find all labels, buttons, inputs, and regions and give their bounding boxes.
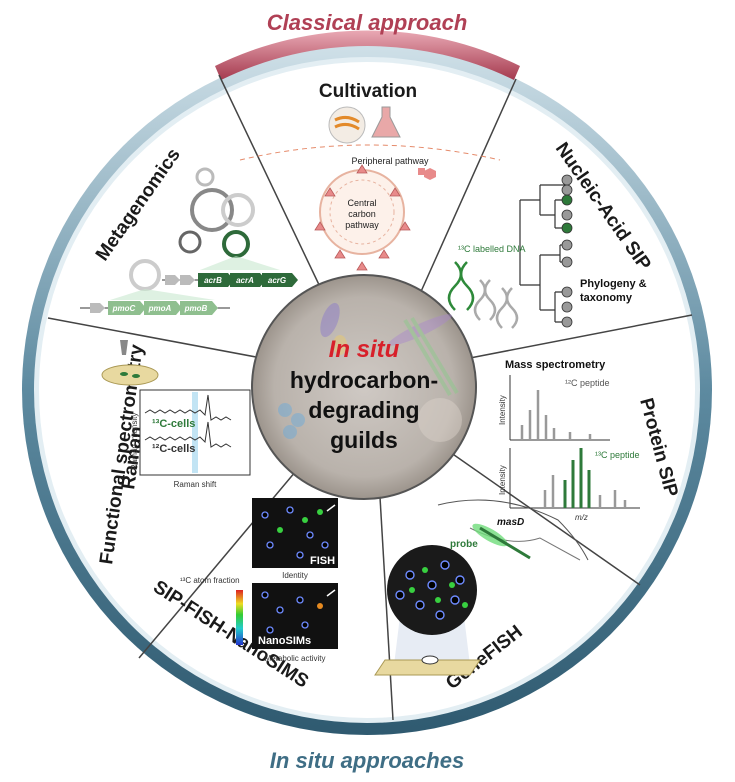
nanosims-panel-label: NanoSIMs	[258, 635, 311, 647]
fish-panel-label: FISH	[310, 555, 335, 567]
mass-spec-label: Mass spectrometry	[505, 359, 606, 371]
gene-acrA: acrA	[236, 276, 254, 285]
atom-fraction-label: ¹³C atom fraction	[180, 576, 240, 585]
in-situ-approaches-label: In situ approaches	[270, 748, 464, 773]
cultivation-title: Cultivation	[319, 81, 417, 102]
gene-acrG: acrG	[268, 276, 286, 285]
peptide-13c-label: ¹³C peptide	[595, 450, 640, 460]
raman-intensity-label: Raman intensity	[130, 413, 139, 470]
intensity-13c-label: Intensity	[498, 465, 507, 495]
raman-13c-label: ¹³C-cells	[152, 418, 195, 430]
raman-slide-icon	[102, 365, 158, 385]
center-title-line4: guilds	[330, 427, 398, 453]
peripheral-pathway-label: Peripheral pathway	[351, 156, 429, 166]
gene-pmoC: pmoC	[112, 304, 136, 313]
gene-pmoB: pmoB	[184, 304, 208, 313]
gene-pmoA: pmoA	[148, 304, 172, 313]
intensity-12c-label: Intensity	[498, 395, 507, 425]
raman-shift-label: Raman shift	[174, 480, 217, 489]
central-carbon-label-1: Central	[347, 198, 376, 208]
central-carbon-label-2: carbon	[348, 209, 376, 219]
identity-label: Identity	[282, 571, 308, 580]
center-title-in-situ: In situ	[329, 336, 400, 363]
gene-acrB: acrB	[204, 276, 222, 285]
metabolic-activity-label: Metabolic activity	[265, 654, 326, 663]
phylogeny-label-2: taxonomy	[580, 292, 633, 304]
labelled-dna-label: ¹³C labelled DNA	[458, 244, 526, 254]
classical-approach-label: Classical approach	[267, 10, 468, 35]
microscope-field-icon	[387, 545, 477, 635]
gene-label: masD	[497, 517, 524, 528]
probe-label: probe	[450, 539, 478, 550]
peptide-12c-label: ¹²C peptide	[565, 378, 610, 388]
gene-cluster-pmo: pmoC pmoA pmoB	[108, 301, 218, 315]
phylogeny-label-1: Phylogeny &	[580, 278, 647, 290]
raman-12c-label: ¹²C-cells	[152, 443, 195, 455]
central-carbon-label-3: pathway	[345, 220, 379, 230]
atom-fraction-colorbar	[236, 590, 243, 645]
center-title-line2: hydrocarbon-	[290, 367, 438, 393]
gene-cluster-acr: acrB acrA acrG	[198, 273, 298, 287]
mz-axis-label: m/z	[575, 513, 588, 522]
center-title-line3: degrading	[308, 397, 419, 423]
